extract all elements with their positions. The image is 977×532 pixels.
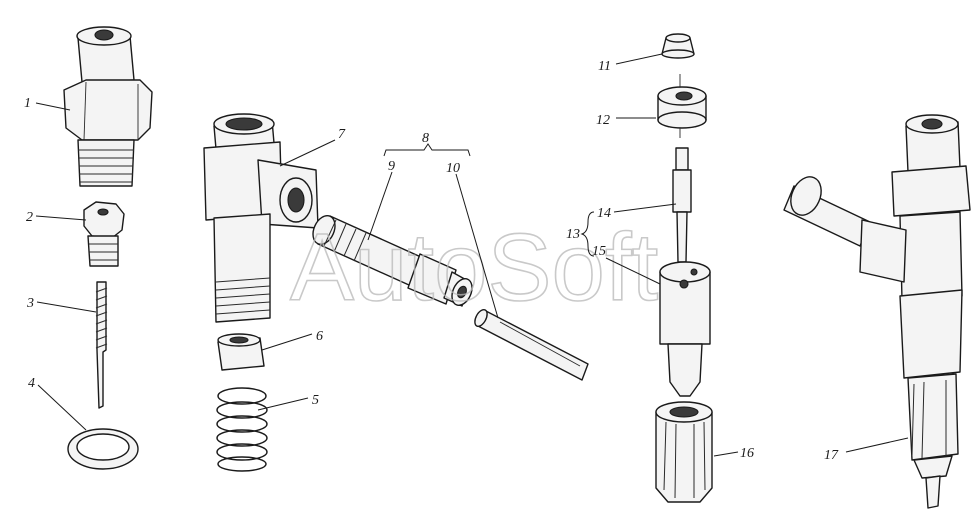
callout-labels: 1 2 3 4 5 6 7 8 9 10 11 12 13 14 15 16 1… [24, 59, 839, 463]
callout-12: 12 [596, 113, 610, 128]
part-14-needle [672, 147, 692, 263]
part-17-injector [783, 114, 971, 509]
callout-17: 17 [824, 448, 839, 463]
part-5-spring [216, 387, 268, 472]
part-4-washer [67, 428, 139, 470]
part-1-fitting [63, 26, 153, 187]
callout-4: 4 [28, 376, 35, 391]
part-11-cap [661, 33, 695, 59]
watermark-text: AutoSoft [290, 214, 658, 321]
callout-15: 15 [592, 244, 606, 259]
part-12-disk [657, 74, 707, 138]
callout-2: 2 [26, 210, 33, 225]
callout-8: 8 [422, 131, 429, 146]
part-7-housing [203, 113, 319, 323]
callout-14: 14 [597, 206, 611, 221]
callout-7: 7 [338, 127, 346, 142]
callout-1: 1 [24, 96, 31, 111]
part-6-bushing [217, 333, 265, 371]
callout-3: 3 [26, 296, 34, 311]
callout-11: 11 [598, 59, 611, 74]
part-3-rod [95, 281, 108, 409]
leader-lines [35, 53, 909, 457]
callout-5: 5 [312, 393, 319, 408]
callout-16: 16 [740, 446, 754, 461]
part-2-nut [83, 201, 125, 267]
part-10-rod [474, 309, 589, 381]
callout-9: 9 [388, 159, 395, 174]
part-15-sprayer [659, 261, 711, 397]
part-9-screw [312, 215, 473, 307]
callout-13: 13 [566, 227, 580, 242]
callout-6: 6 [316, 329, 323, 344]
callout-10: 10 [446, 161, 460, 176]
part-16-nut [655, 401, 713, 503]
